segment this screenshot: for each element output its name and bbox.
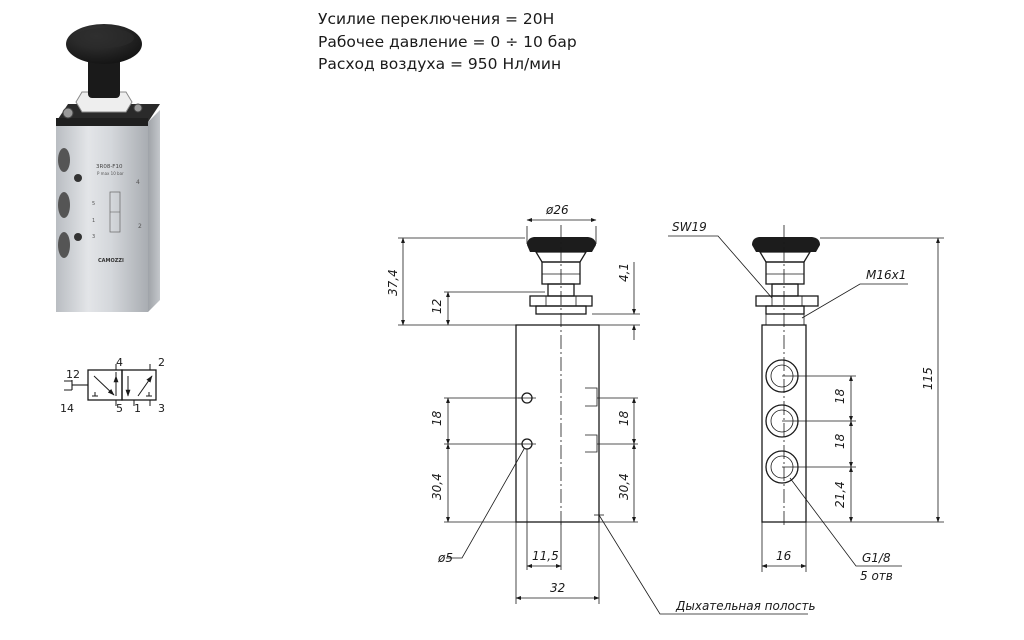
screw-icon — [62, 107, 74, 119]
dim-port-pitch-2: 18 — [833, 433, 847, 449]
dim-knob-diameter: ø26 — [545, 203, 569, 217]
dim-total-height: 115 — [921, 367, 935, 390]
dim-nut-height: 12 — [430, 299, 444, 314]
photo-port-label: 3 — [92, 234, 95, 240]
mount-hole — [74, 174, 82, 182]
spec-list: Усилие переключения = 20Н Рабочее давлен… — [318, 8, 577, 76]
label-wrench-size: SW19 — [672, 220, 707, 234]
photo-port-label: 5 — [92, 201, 95, 207]
side-view-drawing: SW19 M16x1 115 18 18 21,4 16 G1/8 5 отв — [668, 220, 944, 583]
dim-port-pitch-1: 18 — [833, 388, 847, 404]
screw-icon — [133, 103, 143, 113]
label-thread: M16x1 — [866, 268, 906, 282]
port-hole — [58, 192, 70, 218]
valve-body-face — [56, 122, 148, 312]
symbol-port-5: 5 — [116, 402, 123, 415]
symbol-port-4: 4 — [116, 356, 123, 369]
dim-stroke: 4,1 — [617, 263, 631, 282]
drawing-knob — [527, 237, 596, 252]
symbol-port-1: 1 — [134, 402, 141, 415]
dim-left-bottom: 30,4 — [430, 473, 444, 500]
mount-hole — [74, 233, 82, 241]
dim-body-width: 32 — [550, 581, 565, 595]
dim-hole-offset: 11,5 — [532, 549, 559, 563]
side-nut — [755, 295, 819, 307]
photo-rating-label: P max 10 bar — [97, 171, 124, 176]
valve-photo: 3R08-F10 P max 10 bar CAMOZZI 4 2 5 1 3 — [56, 24, 160, 312]
spec-air-flow: Расход воздуха = 950 Нл/мин — [318, 55, 562, 73]
drawing-valve-body — [515, 324, 600, 523]
front-view-drawing: ø26 37,4 12 4,1 18 30,4 18 30,4 — [386, 203, 816, 615]
dim-hole-diameter: ø5 — [437, 551, 453, 565]
spec-switching-force: Усилие переключения = 20Н — [318, 10, 555, 28]
port-hole — [58, 232, 70, 258]
symbol-port-2: 2 — [158, 356, 165, 369]
dim-left-pitch: 18 — [430, 410, 444, 426]
label-port-thread: G1/8 — [862, 551, 891, 565]
photo-brand-label: CAMOZZI — [98, 258, 124, 264]
photo-model-label: 3R08-F10 — [96, 164, 123, 170]
port-hole — [58, 148, 70, 172]
symbol-port-14: 14 — [60, 402, 74, 415]
label-breather: Дыхательная полость — [675, 599, 816, 613]
symbol-port-3: 3 — [158, 402, 165, 415]
dim-total-top: 37,4 — [386, 269, 400, 296]
photo-port-label: 4 — [136, 179, 140, 186]
dim-right-pitch: 18 — [617, 410, 631, 426]
pneumatic-symbol: 12 14 4 2 5 1 3 — [60, 356, 165, 415]
symbol-port-12: 12 — [66, 368, 80, 381]
spec-working-pressure: Рабочее давление = 0 ÷ 10 бар — [318, 32, 577, 51]
dim-depth: 16 — [776, 549, 792, 563]
photo-port-label: 2 — [138, 223, 142, 230]
side-knob — [752, 237, 820, 252]
dim-right-bottom: 30,4 — [617, 473, 631, 500]
dim-port-bottom: 21,4 — [833, 481, 847, 508]
photo-port-label: 1 — [92, 218, 95, 224]
label-port-count: 5 отв — [860, 569, 893, 583]
